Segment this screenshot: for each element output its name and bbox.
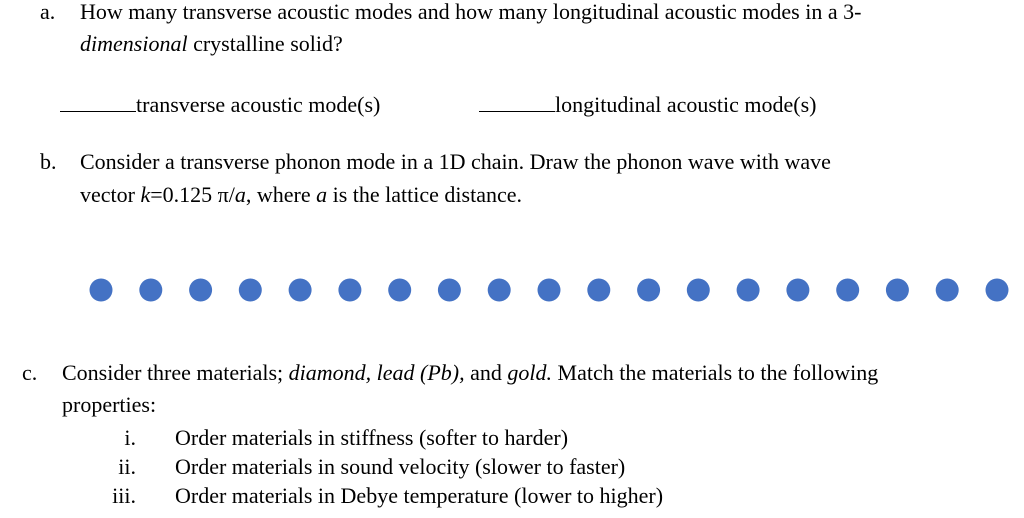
wave-vector-value: =0.125 π/: [150, 182, 235, 207]
property-item: Order materials in Debye temperature (lo…: [175, 483, 664, 508]
lattice-atom: [537, 278, 561, 302]
question-c-text-line2: properties:: [62, 392, 157, 417]
question-c-text-line1: Consider three materials; diamond, lead …: [62, 356, 878, 389]
lattice-atom: [238, 278, 262, 302]
wave-vector-symbol: k: [140, 182, 151, 207]
lattice-atom: [388, 278, 412, 302]
property-numeral: iii.: [112, 483, 136, 508]
material-names-italic: diamond, lead (Pb),: [288, 360, 465, 385]
question-b-text-line2: vector k=0.125 π/a, where a is the latti…: [80, 178, 522, 211]
lattice-atom: [189, 278, 213, 302]
property-numeral: i.: [124, 425, 136, 450]
lattice-atom: [437, 278, 461, 302]
blank-line-longitudinal[interactable]: [479, 87, 555, 112]
blank-line-transverse[interactable]: [60, 87, 136, 112]
lattice-atom: [935, 278, 959, 302]
property-item: Order materials in sound velocity (slowe…: [175, 454, 626, 479]
transverse-modes-label: transverse acoustic mode(s): [136, 92, 381, 117]
question-a-text-rest: crystalline solid?: [187, 31, 343, 56]
lattice-atom: [686, 278, 710, 302]
property-item: Order materials in stiffness (softer to …: [175, 425, 569, 450]
text-fragment: , where: [245, 182, 317, 207]
material-gold-italic: gold.: [507, 360, 553, 385]
question-a-text-line2: dimensional crystalline solid?: [80, 27, 343, 60]
text-fragment: vector: [80, 182, 141, 207]
lattice-atom: [985, 278, 1009, 302]
question-a-marker: a.: [40, 0, 56, 24]
lattice-atom: [338, 278, 362, 302]
lattice-atom: [139, 278, 163, 302]
lattice-symbol: a: [316, 182, 328, 207]
lattice-atom: [89, 278, 113, 302]
answer-blank-longitudinal[interactable]: longitudinal acoustic mode(s): [479, 87, 817, 121]
question-b-marker: b.: [40, 149, 57, 174]
lattice-atom: [487, 278, 511, 302]
lattice-atom: [836, 278, 860, 302]
lattice-atom: [637, 278, 661, 302]
lattice-atom: [786, 278, 810, 302]
text-fragment: Match the materials to the following: [552, 360, 879, 385]
property-numeral: ii.: [118, 454, 136, 479]
lattice-atom: [288, 278, 312, 302]
text-fragment: is the lattice distance.: [327, 182, 522, 207]
text-fragment: and: [464, 360, 508, 385]
lattice-atom: [885, 278, 909, 302]
question-a-italic-term: dimensional: [80, 31, 188, 56]
longitudinal-modes-label: longitudinal acoustic mode(s): [555, 92, 817, 117]
answer-blank-transverse[interactable]: transverse acoustic mode(s): [60, 87, 380, 121]
lattice-atom: [736, 278, 760, 302]
lattice-atom: [587, 278, 611, 302]
text-fragment: Consider three materials;: [62, 360, 289, 385]
question-c-marker: c.: [22, 360, 38, 385]
lattice-symbol: a: [234, 182, 246, 207]
question-a-text-line1: How many transverse acoustic modes and h…: [80, 0, 862, 24]
question-b-text-line1: Consider a transverse phonon mode in a 1…: [80, 149, 831, 174]
